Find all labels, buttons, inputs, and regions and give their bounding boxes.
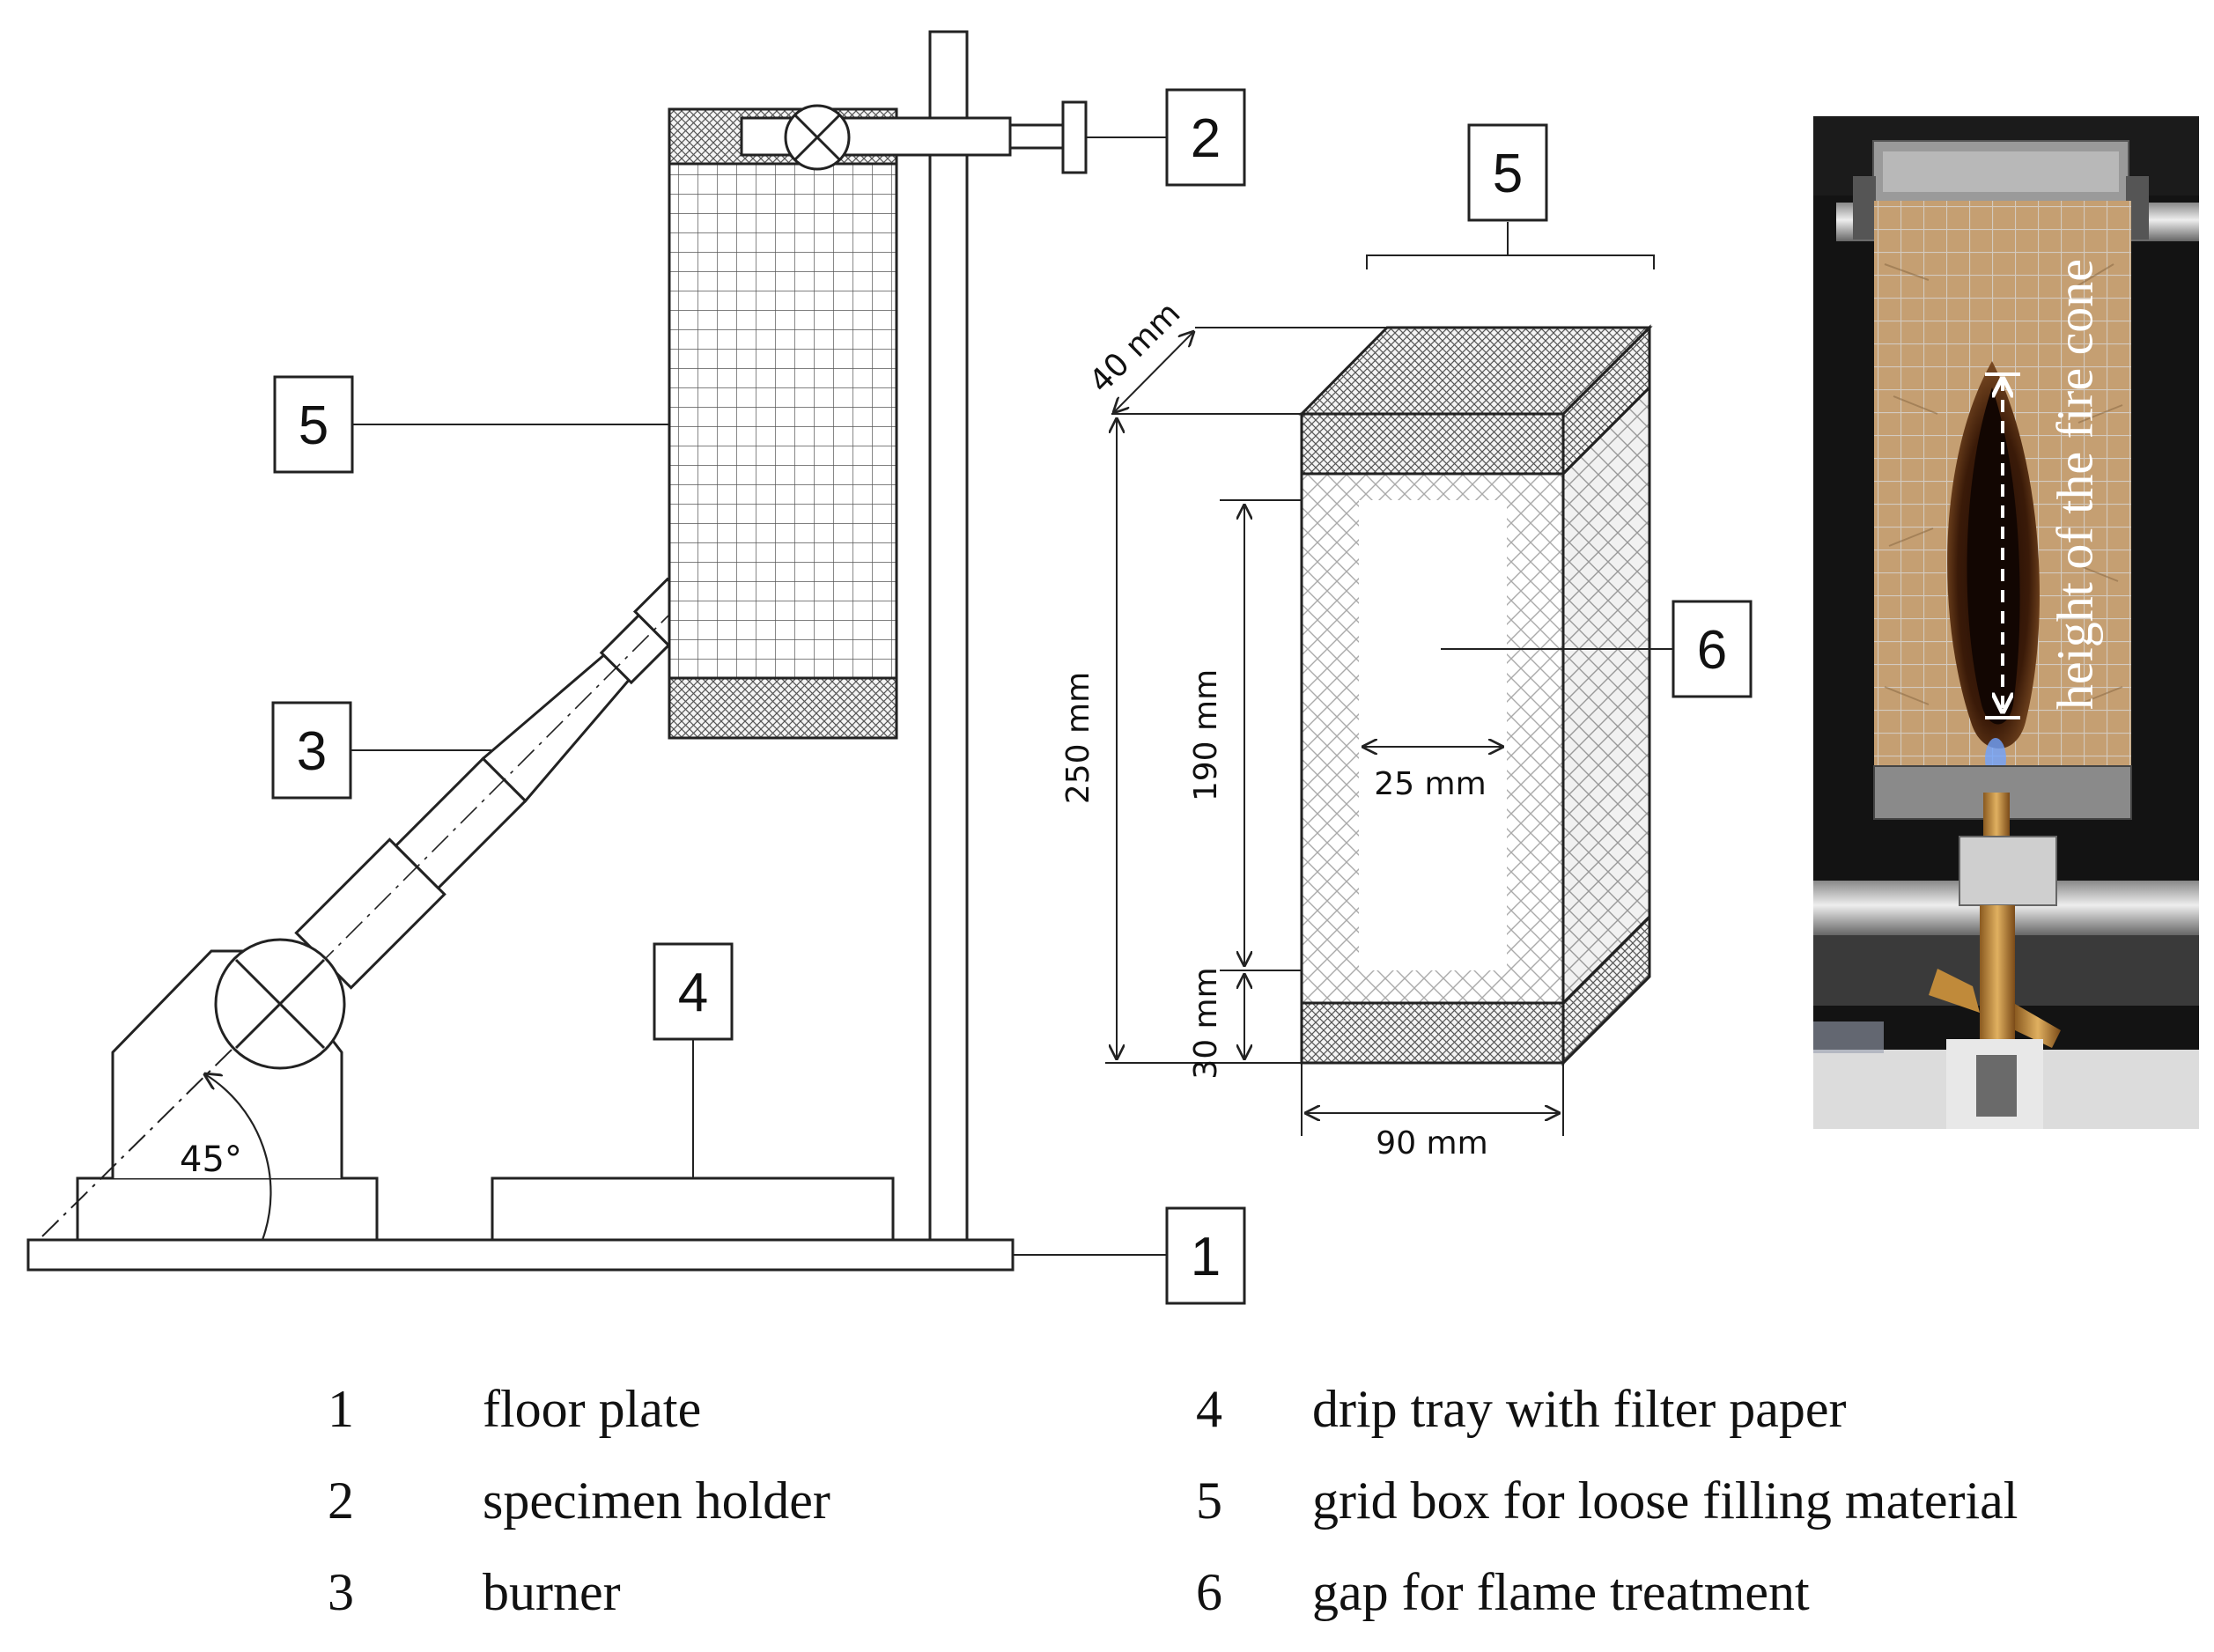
legend: 1 floor plate 2 specimen holder 3 burner… — [328, 1380, 2018, 1621]
svg-text:5: 5 — [299, 395, 328, 456]
floor-plate — [26, 1238, 1015, 1272]
svg-text:2: 2 — [1191, 108, 1221, 169]
dim-width: 90 mm — [1376, 1125, 1487, 1162]
legend-text-3: burner — [483, 1563, 621, 1621]
dim-height-total: 250 mm — [1060, 672, 1096, 804]
photo-annotation: height of the fire cone — [2046, 259, 2103, 710]
svg-text:3: 3 — [297, 721, 327, 782]
legend-text-5: grid box for loose filling material — [1312, 1471, 2018, 1530]
holder-knob — [1061, 100, 1088, 174]
grid-box-3d — [1298, 324, 1653, 1066]
dim-height-gap: 190 mm — [1188, 669, 1224, 801]
photo-burner-block — [1959, 836, 2057, 906]
photo-brass-burner — [1980, 905, 2015, 1055]
callout-box-5-left: 5 — [273, 375, 354, 474]
svg-text:5: 5 — [1493, 144, 1523, 204]
burner-base — [76, 1176, 379, 1242]
dim-depth: 40 mm — [1082, 295, 1187, 400]
dimension-lines — [1105, 222, 1673, 1136]
svg-text:6: 6 — [1697, 620, 1727, 681]
svg-text:4: 4 — [678, 962, 708, 1023]
legend-num-2: 2 — [328, 1471, 354, 1530]
burner — [294, 577, 707, 990]
legend-num-1: 1 — [328, 1380, 354, 1438]
legend-num-5: 5 — [1196, 1471, 1222, 1530]
stand-rod — [928, 30, 969, 1242]
callout-box-4: 4 — [653, 942, 734, 1041]
legend-text-1: floor plate — [483, 1380, 701, 1438]
holder-arm — [740, 116, 1012, 157]
callout-box-2: 2 — [1165, 88, 1246, 187]
angle-arc — [205, 1074, 272, 1241]
callout-box-6: 6 — [1672, 600, 1753, 698]
svg-text:1: 1 — [1191, 1227, 1221, 1287]
angle-label: 45° — [180, 1139, 242, 1180]
flame-gap — [1359, 500, 1507, 970]
dim-bottom-band: 30 mm — [1188, 967, 1224, 1079]
legend-text-6: gap for flame treatment — [1312, 1563, 1810, 1621]
callout-box-1: 1 — [1165, 1206, 1246, 1305]
drip-tray — [491, 1176, 895, 1242]
legend-num-3: 3 — [328, 1563, 354, 1621]
callout-box-5-right: 5 — [1467, 123, 1548, 222]
apparatus-side-view: 45° — [26, 30, 1167, 1272]
legend-num-4: 4 — [1196, 1380, 1222, 1438]
legend-text-4: drip tray with filter paper — [1312, 1380, 1846, 1438]
legend-num-6: 6 — [1196, 1563, 1222, 1621]
grid-box-side — [668, 107, 898, 740]
callout-box-3: 3 — [271, 701, 352, 800]
specimen-photo: height of the fire cone — [1813, 116, 2199, 1129]
legend-text-2: specimen holder — [483, 1471, 830, 1530]
dim-gap-width: 25 mm — [1374, 766, 1486, 802]
